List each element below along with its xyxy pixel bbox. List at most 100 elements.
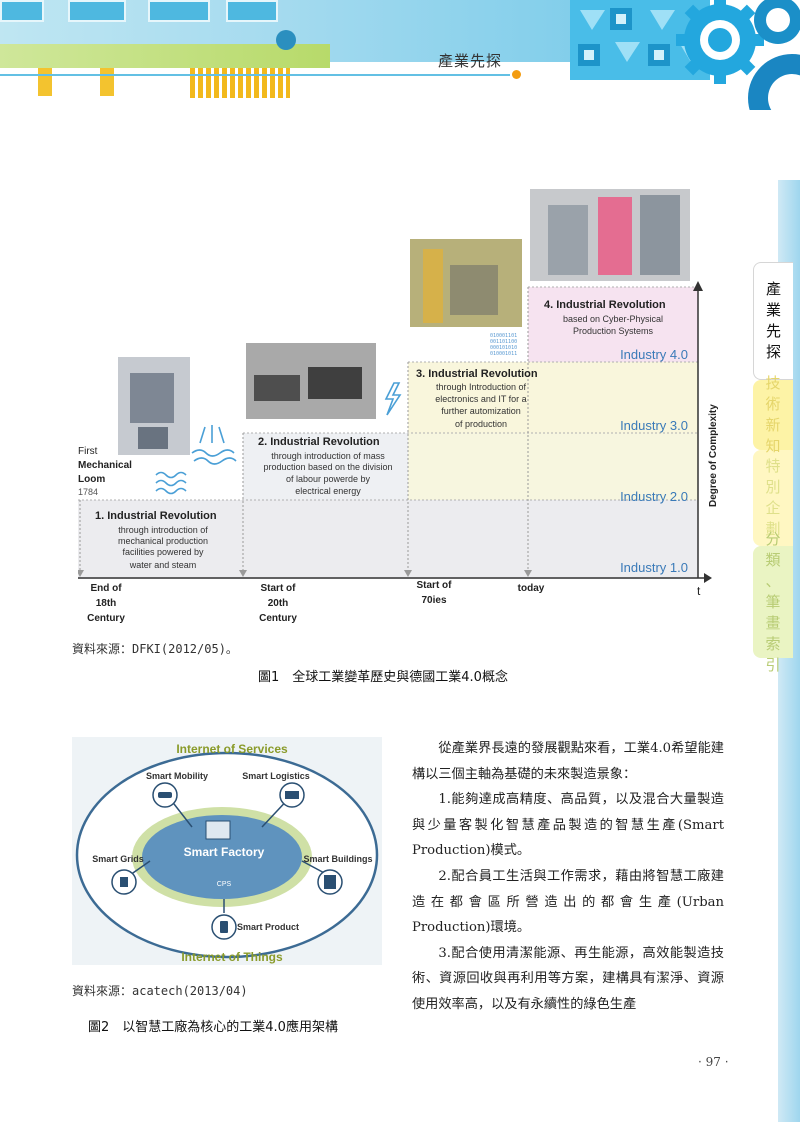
svg-text:000101010: 000101010 bbox=[490, 345, 517, 351]
svg-text:Smart Logistics: Smart Logistics bbox=[242, 771, 310, 781]
revolution-2-label: 2. Industrial Revolution through introdu… bbox=[258, 436, 393, 496]
svg-text:70ies: 70ies bbox=[421, 595, 446, 606]
svg-text:Century: Century bbox=[259, 613, 297, 624]
svg-text:3. Industrial Revolution: 3. Industrial Revolution bbox=[416, 368, 538, 380]
gear-icon bbox=[676, 0, 800, 110]
svg-text:Start of: Start of bbox=[261, 583, 297, 594]
cps-label: CPS bbox=[217, 881, 232, 888]
tab-char: 術 bbox=[765, 395, 781, 413]
paragraph: 從產業界長遠的發展觀點來看，工業4.0希望能建構以三個主軸為基礎的未來製造景象： bbox=[412, 741, 724, 782]
t-axis-label: t bbox=[697, 584, 701, 598]
svg-text:today: today bbox=[518, 583, 545, 594]
svg-text:through introduction of: through introduction of bbox=[118, 525, 208, 535]
node-smart-product: Smart Product bbox=[211, 914, 299, 940]
circuit-chip bbox=[0, 0, 44, 22]
svg-text:water and steam: water and steam bbox=[129, 560, 197, 570]
car-icon bbox=[158, 792, 172, 798]
tab-industry-exploration[interactable]: 產 業 先 探 bbox=[753, 262, 793, 380]
svg-text:010001101: 010001101 bbox=[490, 333, 517, 339]
header-rule bbox=[0, 74, 510, 76]
circuit-connector bbox=[190, 68, 290, 98]
header-circuit-band bbox=[0, 44, 330, 68]
circuit-chip bbox=[148, 0, 210, 22]
article-body: 從產業界長遠的發展觀點來看，工業4.0希望能建構以三個主軸為基礎的未來製造景象：… bbox=[412, 736, 724, 1018]
x-label-start-20th: Start of 20th Century bbox=[259, 583, 297, 624]
x-label-end-18th: End of 18th Century bbox=[87, 583, 125, 624]
svg-text:4. Industrial Revolution: 4. Industrial Revolution bbox=[544, 299, 666, 311]
section-title: 產業先探 bbox=[438, 52, 503, 70]
header-rule-dot bbox=[512, 70, 521, 79]
node-smart-buildings: Smart Buildings bbox=[303, 854, 373, 895]
svg-text:electrical energy: electrical energy bbox=[295, 486, 361, 496]
figure1-source: 資料來源：DFKI(2012/05)。 bbox=[72, 642, 238, 656]
band-industry-3 bbox=[408, 362, 698, 433]
industry-4-label: Industry 4.0 bbox=[620, 347, 688, 362]
svg-text:of production: of production bbox=[455, 419, 507, 429]
phone-icon bbox=[220, 921, 228, 933]
tab-char: 索 bbox=[765, 634, 781, 653]
svg-text:facilities powered by: facilities powered by bbox=[122, 547, 204, 557]
tab-char: 新 bbox=[765, 416, 781, 434]
svg-text:Smart Product: Smart Product bbox=[237, 922, 299, 932]
svg-text:First: First bbox=[78, 446, 98, 457]
figure-industrial-revolutions: 010001101 001101100 000101010 010001011 … bbox=[78, 187, 724, 627]
svg-text:Smart Grids: Smart Grids bbox=[92, 854, 144, 864]
section-tabs: 產 業 先 探 技 術 新 知 特 別 企 劃 分 類 、 筆 畫 索 引 bbox=[753, 262, 793, 674]
tab-char: 畫 bbox=[765, 613, 781, 632]
plug-icon bbox=[120, 877, 128, 887]
circuit-chip bbox=[226, 0, 278, 22]
svg-text:electronics and IT for a: electronics and IT for a bbox=[435, 394, 526, 404]
revolution-staircase-diagram: 010001101 001101100 000101010 010001011 … bbox=[78, 189, 719, 624]
factory-icon bbox=[205, 820, 231, 840]
svg-text:18th: 18th bbox=[96, 598, 117, 609]
tab-char: 劃 bbox=[765, 520, 781, 538]
tab-char: 業 bbox=[765, 301, 781, 319]
svg-text:Century: Century bbox=[87, 613, 125, 624]
y-axis-label: Degree of Complexity bbox=[708, 404, 719, 507]
tab-char: 探 bbox=[765, 343, 781, 361]
industry-2-label: Industry 2.0 bbox=[620, 489, 688, 504]
x-label-start-70ies: Start of 70ies bbox=[417, 580, 453, 606]
circuit-chip bbox=[68, 0, 126, 22]
internet-of-services-label: Internet of Services bbox=[176, 742, 288, 756]
svg-text:End of: End of bbox=[90, 583, 122, 594]
tab-special-feature[interactable]: 特 別 企 劃 bbox=[753, 450, 793, 546]
building-icon bbox=[324, 875, 336, 889]
tab-char: 產 bbox=[765, 280, 781, 298]
circuit-trace bbox=[100, 68, 114, 96]
paragraph: 3.配合使用清潔能源、再生能源，高效能製造技術、資源回收與再利用等方案，建構具有… bbox=[412, 945, 724, 1012]
svg-text:1. Industrial Revolution: 1. Industrial Revolution bbox=[95, 510, 217, 522]
svg-text:1784: 1784 bbox=[78, 487, 98, 497]
figure2-caption: 圖2 以智慧工廠為核心的工業4.0應用架構 bbox=[88, 1020, 338, 1035]
svg-text:further automization: further automization bbox=[441, 406, 521, 416]
paragraph: 1.能夠達成高精度、高品質，以及混合大量製造與少量客製化智慧產品製造的智慧生產(… bbox=[412, 792, 724, 859]
svg-text:20th: 20th bbox=[268, 598, 289, 609]
tab-char: 別 bbox=[765, 478, 781, 496]
revolution-1-label: 1. Industrial Revolution through introdu… bbox=[95, 510, 217, 570]
svg-text:of labour powerde by: of labour powerde by bbox=[286, 474, 371, 484]
svg-text:Smart Buildings: Smart Buildings bbox=[303, 854, 372, 864]
svg-text:production based on the divisi: production based on the division bbox=[263, 462, 392, 472]
tab-char: 企 bbox=[765, 499, 781, 517]
tab-char: 引 bbox=[765, 655, 781, 674]
svg-text:2. Industrial Revolution: 2. Industrial Revolution bbox=[258, 436, 380, 448]
circuit-node bbox=[276, 30, 296, 50]
tab-tech-knowledge[interactable]: 技 術 新 知 bbox=[753, 374, 793, 455]
industry-3-label: Industry 3.0 bbox=[620, 418, 688, 433]
node-smart-logistics: Smart Logistics bbox=[242, 771, 310, 808]
node-smart-grids: Smart Grids bbox=[92, 854, 144, 895]
industry-1-label: Industry 1.0 bbox=[620, 560, 688, 575]
first-loom-label: First Mechanical Loom 1784 bbox=[78, 446, 132, 497]
svg-text:Production Systems: Production Systems bbox=[573, 326, 654, 336]
smart-factory-diagram: Internet of Services Internet of Things … bbox=[72, 737, 382, 965]
paragraph: 2.配合員工生活與工作需求，藉由將智慧工廠建造在都會區所營造出的都會生產(Urb… bbox=[412, 868, 724, 936]
tab-index[interactable]: 分 類 、 筆 畫 索 引 bbox=[753, 530, 793, 674]
revolution-3-label: 3. Industrial Revolution through Introdu… bbox=[416, 368, 538, 429]
figure1-caption: 圖1 全球工業變革歷史與德國工業4.0概念 bbox=[258, 670, 508, 685]
svg-text:Start of: Start of bbox=[417, 580, 453, 591]
svg-text:through Introduction of: through Introduction of bbox=[436, 382, 527, 392]
water-wave-icon bbox=[155, 471, 187, 495]
smart-factory-label: Smart Factory bbox=[184, 845, 265, 859]
tab-char: 知 bbox=[765, 437, 781, 455]
lightning-icon bbox=[384, 382, 402, 416]
